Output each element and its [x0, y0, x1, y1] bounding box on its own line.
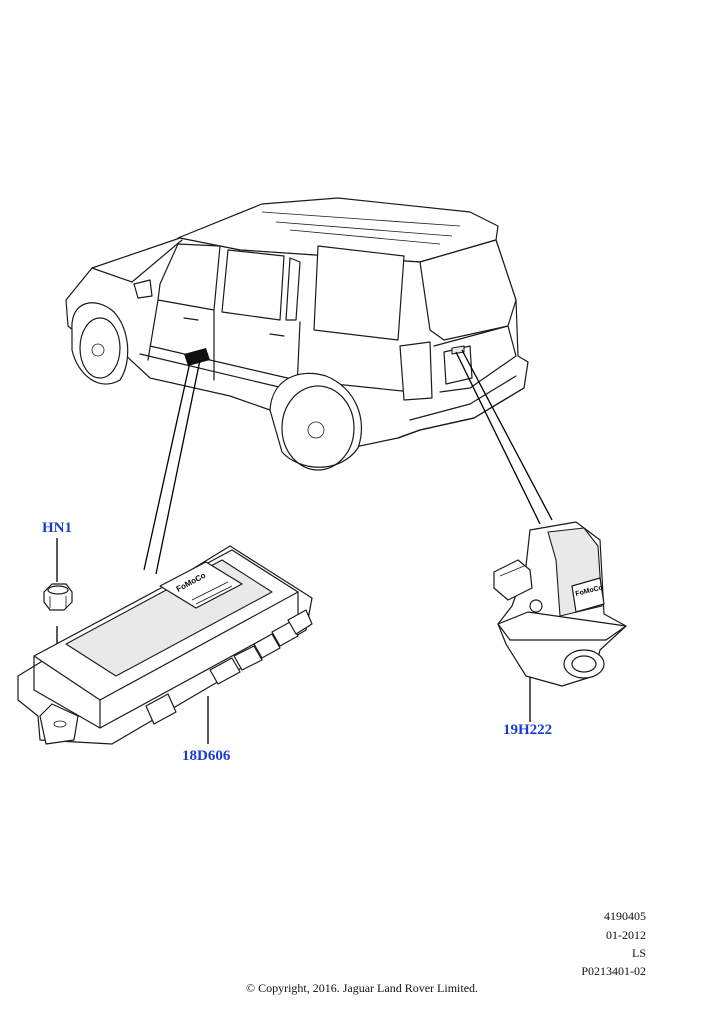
- module-location-marker: [184, 348, 210, 366]
- copyright-notice: © Copyright, 2016. Jaguar Land Rover Lim…: [245, 981, 479, 995]
- vehicle-illustration: [65, 197, 529, 471]
- nut-hn1: [43, 583, 73, 611]
- module-connectors: [145, 609, 313, 725]
- illustration-code: P0213401-02: [581, 964, 646, 978]
- reference-number: 4190405: [604, 909, 646, 923]
- callout-hn1[interactable]: HN1: [42, 520, 72, 536]
- callout-18d606[interactable]: 18D606: [182, 748, 231, 764]
- date-code: 01-2012: [606, 928, 646, 942]
- callout-19h222[interactable]: 19H222: [503, 722, 553, 738]
- model-code: LS: [631, 946, 646, 960]
- control-module-18d606: FoMoCo: [17, 545, 313, 745]
- camera-19h222: FoMoCo: [493, 521, 627, 687]
